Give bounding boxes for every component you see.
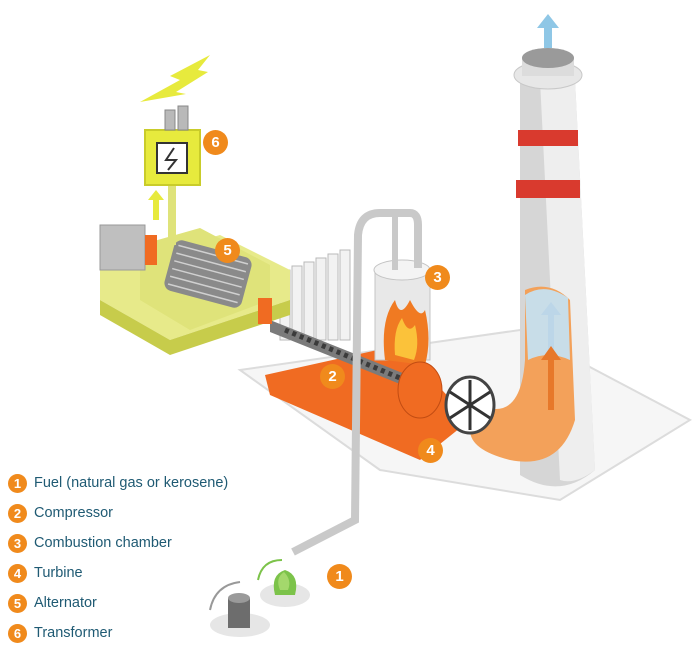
cycle-arrow-green-icon [257,559,283,581]
badge-alternator: 5 [215,238,240,263]
legend-item-fuel: 1 Fuel (natural gas or kerosene) [8,468,288,498]
transformer [144,105,201,245]
cycle-arrow-icon [209,581,241,611]
legend-number: 4 [8,563,27,583]
fuel-pipe [291,209,422,556]
legend-label: Fuel (natural gas or kerosene) [34,475,229,491]
fuel-source [210,570,310,637]
turbine [397,361,496,435]
legend-label: Turbine [34,565,83,581]
legend-item-combustion-chamber: 3 Combustion chamber [8,528,288,558]
legend-label: Compressor [34,505,113,521]
legend-number: 6 [8,623,27,643]
legend-label: Combustion chamber [34,535,172,551]
lightning-icon [140,55,210,102]
power-up-arrow-icon [148,190,164,220]
badge-turbine: 4 [418,438,443,463]
legend-number: 3 [8,533,27,553]
legend-label: Alternator [34,595,97,611]
legend-item-compressor: 2 Compressor [8,498,288,528]
legend-item-alternator: 5 Alternator [8,588,288,618]
exhaust-arrow-icon [537,14,559,48]
compressor-fins [279,249,351,341]
legend-number: 5 [8,593,27,613]
legend-number: 1 [8,473,27,493]
hot-gas-arrow-icon [541,346,561,410]
legend-item-turbine: 4 Turbine [8,558,288,588]
combustion-chamber [373,259,431,365]
legend: 1 Fuel (natural gas or kerosene) 2 Compr… [8,468,288,648]
alternator [99,224,290,355]
legend-item-transformer: 6 Transformer [8,618,288,648]
badge-fuel: 1 [327,564,352,589]
badge-compressor: 2 [320,364,345,389]
badge-combustion-chamber: 3 [425,265,450,290]
hot-air-arrow-icon [541,302,561,350]
legend-label: Transformer [34,625,113,641]
badge-transformer: 6 [203,130,228,155]
legend-number: 2 [8,503,27,523]
